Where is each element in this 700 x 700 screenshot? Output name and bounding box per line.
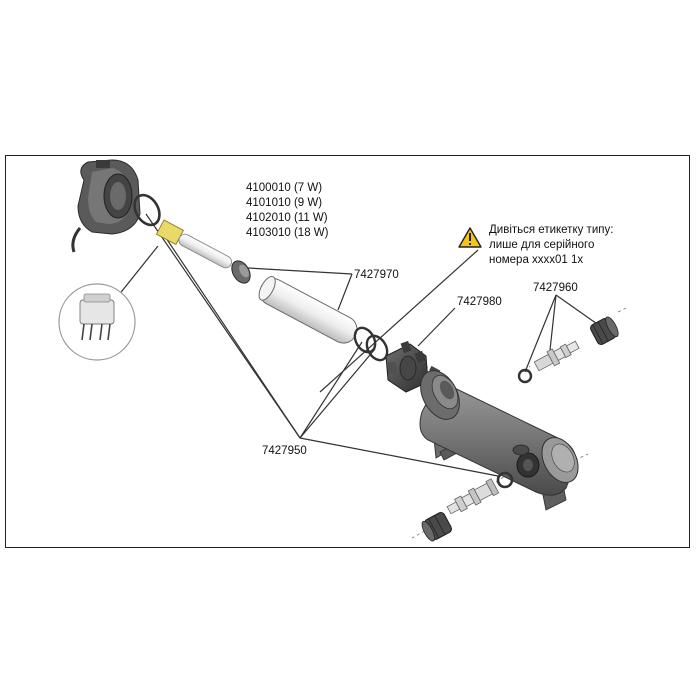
hose-connector-bottom: [421, 471, 514, 542]
label-hose-connector-set: 7427960: [533, 282, 578, 294]
leader-connector-3: [555, 294, 601, 327]
leader-seal-5: [299, 437, 499, 477]
leader-bayonet: [417, 307, 456, 347]
warning-line-3: номера xxxx01 1x: [489, 254, 583, 266]
leader-seal-3: [299, 341, 363, 439]
bayonet-cap: [385, 340, 429, 393]
label-seal-set: 7427950: [262, 445, 307, 457]
uv-lamp: [155, 219, 233, 269]
label-quartz-tube-set: 7427970: [354, 269, 399, 281]
lamp-pin-detail: [58, 283, 136, 361]
quartz-tube: [258, 276, 358, 344]
leader-quartz-2: [337, 273, 353, 311]
leader-warning: [319, 249, 479, 393]
leader-detail: [117, 245, 159, 297]
tube-ring: [231, 260, 251, 284]
leader-seal-4: [299, 348, 376, 439]
leader-quartz-1: [247, 267, 353, 275]
label-bayonet-cap: 7427980: [457, 296, 502, 308]
warning-note: Дивіться етикетку типу: лише для серійно…: [489, 224, 613, 266]
leader-connector-1: [524, 294, 557, 373]
lamp-part-number-11w: 4102010 (11 W): [246, 212, 328, 224]
clarifier-housing: [419, 370, 579, 511]
warning-line-2: лише для серійного: [489, 239, 594, 251]
hose-connector-top: [517, 316, 619, 384]
leader-lines: [117, 213, 601, 477]
lamp-part-number-9w: 4101010 (9 W): [246, 197, 322, 209]
leader-seal-2: [165, 237, 301, 439]
leader-connector-2: [549, 294, 557, 351]
warning-triangle-icon: [458, 227, 482, 248]
warning-line-1: Дивіться етикетку типу:: [489, 224, 613, 236]
uv-lamp-unit: [71, 159, 141, 253]
o-ring-1: [133, 193, 161, 227]
lamp-part-number-7w: 4100010 (7 W): [246, 182, 322, 194]
o-ring-3: [365, 334, 389, 362]
lamp-part-number-list: 4100010 (7 W) 4101010 (9 W) 4102010 (11 …: [246, 182, 329, 239]
lamp-part-number-18w: 4103010 (18 W): [246, 227, 329, 239]
